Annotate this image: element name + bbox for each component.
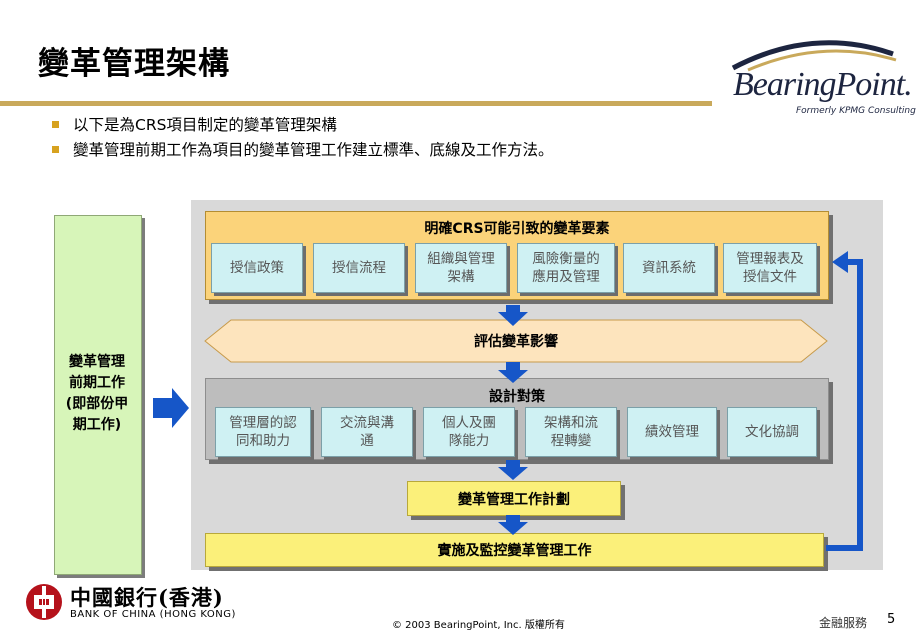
change-plan-box: 變革管理工作計劃 (407, 481, 621, 516)
top-item-mgmt-reports: 管理報表及 授信文件 (723, 243, 817, 293)
right-arrow-icon (153, 388, 189, 428)
top-item-risk-measure: 風險衡量的 應用及管理 (517, 243, 615, 293)
mid-item-communication: 交流與溝 通 (321, 407, 413, 457)
bullet-square-icon (52, 145, 59, 153)
bearingpoint-logo: BearingPoint. (733, 66, 913, 103)
implement-monitor-box: 實施及監控變革管理工作 (205, 533, 824, 567)
pre-phase-label: 變革管理 前期工作 (即部份甲 期工作) (54, 352, 140, 436)
bullet-item-1: 以下是為CRS項目制定的變革管理架構 (52, 113, 337, 135)
pre-phase-line-4: 期工作) (72, 417, 122, 433)
pre-phase-line-2: 前期工作 (69, 375, 125, 391)
boc-name-zh: 中國銀行(香港) (70, 585, 224, 610)
left-arrowhead-icon (832, 251, 848, 273)
bearingpoint-arc-icon (731, 40, 897, 72)
slide-title: 變革管理架構 (38, 46, 230, 82)
mid-item-culture: 文化協調 (727, 407, 817, 457)
top-item-info-system: 資訊系統 (623, 243, 715, 293)
copyright-text: © 2003 BearingPoint, Inc. 版權所有 (392, 620, 565, 631)
down-arrow-icon (498, 460, 528, 480)
down-arrow-icon (498, 305, 528, 326)
feedback-loop-arrow (826, 259, 863, 551)
change-elements-header: 明確CRS可能引致的變革要素 (424, 221, 610, 237)
assess-impact-label: 評估變革影響 (474, 334, 558, 350)
boc-name-en: BANK OF CHINA (HONG KONG) (70, 609, 236, 620)
mid-item-mgmt-support: 管理層的認 同和助力 (215, 407, 311, 457)
top-item-credit-policy: 授信政策 (211, 243, 303, 293)
bullet-item-2: 變革管理前期工作為項目的變革管理工作建立標準、底線及工作方法。 (52, 138, 554, 160)
mid-item-structure-process: 架構和流 程轉變 (525, 407, 617, 457)
title-rule (0, 101, 712, 106)
bearingpoint-tagline: Formerly KPMG Consulting (796, 106, 916, 116)
mid-item-capability: 個人及團 隊能力 (423, 407, 515, 457)
pre-phase-line-3: (即部份甲 (65, 396, 129, 412)
boc-emblem-icon (26, 584, 62, 620)
pre-phase-box (54, 215, 142, 575)
top-item-organization: 組織與管理 架構 (415, 243, 507, 293)
mid-item-performance: 績效管理 (627, 407, 717, 457)
bullet-text-2: 變革管理前期工作為項目的變革管理工作建立標準、底線及工作方法。 (73, 141, 554, 159)
design-measures-header: 設計對策 (489, 389, 545, 405)
top-item-credit-process: 授信流程 (313, 243, 405, 293)
footer-section-label: 金融服務 (819, 616, 868, 630)
assess-band-arrow (204, 319, 828, 363)
bullet-text-1: 以下是為CRS項目制定的變革管理架構 (73, 116, 337, 134)
pre-phase-line-1: 變革管理 (69, 354, 125, 370)
page-number: 5 (887, 612, 896, 627)
bullet-square-icon (52, 120, 59, 128)
down-arrow-icon (498, 515, 528, 535)
down-arrow-icon (498, 362, 528, 383)
